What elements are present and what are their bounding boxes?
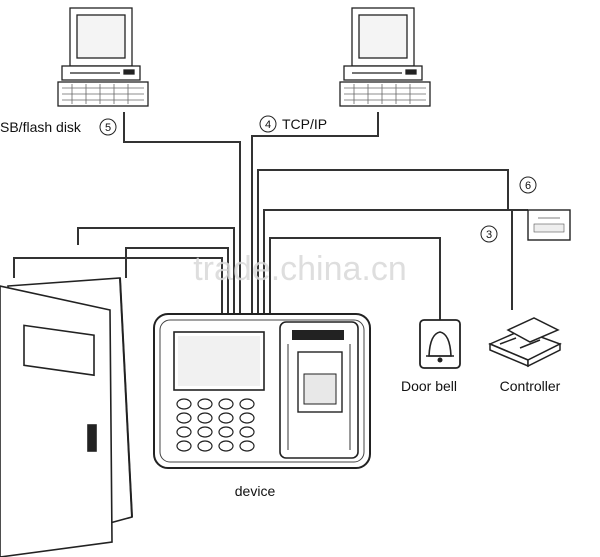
controller-label: Controller bbox=[500, 378, 561, 394]
wire-alarm bbox=[257, 169, 528, 314]
alarm-number-circle bbox=[519, 176, 537, 194]
tcpip-number: 4 bbox=[265, 119, 271, 131]
controller-number-circle bbox=[480, 225, 498, 243]
alarm-number: 6 bbox=[525, 180, 531, 192]
tcpip-number-circle bbox=[259, 115, 277, 133]
alarm-panel bbox=[527, 209, 571, 241]
wire-tcpip bbox=[251, 112, 379, 314]
wire-door-1 bbox=[77, 227, 235, 314]
usb-label: SB/flash disk bbox=[0, 119, 82, 135]
doorbell bbox=[419, 319, 461, 369]
controller-number: 3 bbox=[486, 229, 492, 241]
device-keypad bbox=[176, 398, 255, 452]
controller bbox=[488, 317, 562, 368]
computer-right bbox=[339, 7, 431, 107]
device bbox=[153, 313, 371, 469]
tcpip-label: TCP/IP bbox=[282, 116, 327, 132]
doorbell-label: Door bell bbox=[401, 378, 457, 394]
door bbox=[0, 277, 133, 557]
bell-icon bbox=[428, 331, 452, 357]
wire-doorbell bbox=[269, 237, 441, 320]
usb-number: 5 bbox=[105, 122, 111, 134]
wire-door-2 bbox=[125, 247, 229, 314]
device-label: device bbox=[235, 483, 276, 499]
computer-left bbox=[57, 7, 149, 107]
wire-door-3 bbox=[13, 257, 223, 314]
wire-usb bbox=[123, 112, 241, 314]
wire-controller bbox=[263, 209, 513, 314]
usb-number-circle bbox=[99, 118, 117, 136]
wires bbox=[13, 112, 528, 320]
watermark: trade.china.cn bbox=[193, 250, 407, 288]
